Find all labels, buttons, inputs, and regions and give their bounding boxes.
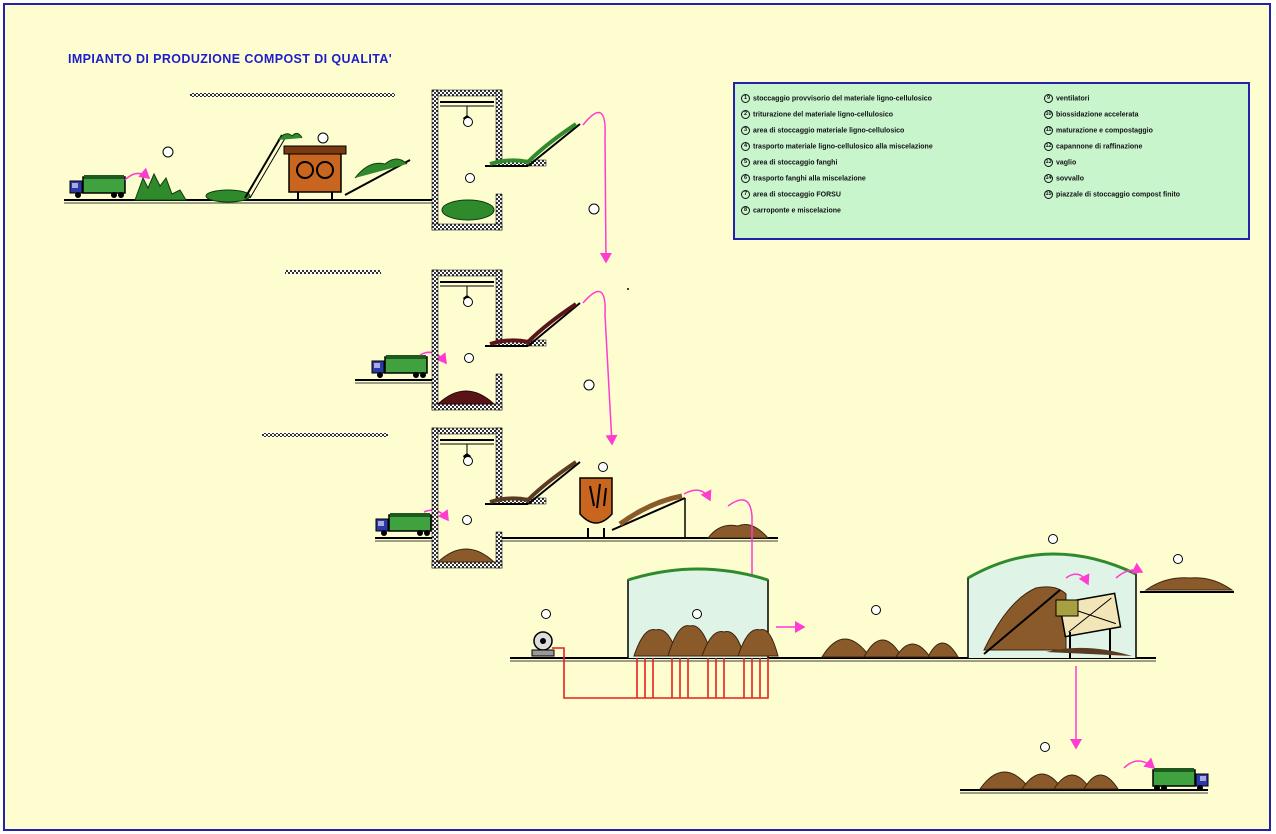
label-1-marker <box>162 146 174 158</box>
legend-text: area di stoccaggio FORSU <box>753 191 841 199</box>
legend-text: area di stoccaggio fanghi <box>753 159 838 167</box>
biooxidation-shed <box>627 567 779 658</box>
truck-icon <box>375 512 432 537</box>
transfer-arrow-1 <box>582 111 612 264</box>
row-green-waste <box>64 89 612 264</box>
legend-number-badge: 9 <box>1044 94 1053 103</box>
row-sludge <box>285 269 618 446</box>
legend-text: triturazione del materiale ligno-cellulo… <box>753 111 894 119</box>
roof-hatch-1 <box>190 93 395 97</box>
legend-number-badge: 1 <box>741 94 750 103</box>
legend-text: trasporto materiale ligno-cellulosico al… <box>753 143 933 151</box>
legend-number-badge: 14 <box>1044 174 1053 183</box>
legend-number-badge: 15 <box>1044 190 1053 199</box>
legend-text: sovvallo <box>1056 175 1085 183</box>
legend-number-badge: 6 <box>741 174 750 183</box>
unload-arrow <box>124 167 151 181</box>
legend-text: biossidazione accelerata <box>1056 111 1139 119</box>
transfer-arrow-3 <box>727 499 758 598</box>
roof-hatch-2 <box>285 270 381 274</box>
legend-number-badge: 13 <box>1044 158 1053 167</box>
legend-text: piazzale di stoccaggio compost finito <box>1056 191 1181 199</box>
refining-shed <box>967 552 1137 658</box>
legend-text: stoccaggio provvisorio del materiale lig… <box>753 95 932 103</box>
conveyor-icon <box>244 134 283 199</box>
mixer-icon <box>579 477 613 538</box>
legend-number-badge: 5 <box>741 158 750 167</box>
legend-number-badge: 3 <box>741 126 750 135</box>
page-title: IMPIANTO DI PRODUZIONE COMPOST DI QUALIT… <box>68 52 393 66</box>
truck-icon <box>1152 767 1209 792</box>
legend-number-badge: 12 <box>1044 142 1053 151</box>
legend-text: vaglio <box>1056 159 1077 167</box>
screen-icon <box>1055 592 1122 638</box>
legend-text: carroponte e miscelazione <box>753 207 841 215</box>
air-pipes <box>552 647 769 699</box>
oversize-pile <box>1144 577 1234 591</box>
legend-number-badge: 11 <box>1044 126 1053 135</box>
legend-number-badge: 8 <box>741 206 750 215</box>
green-waste-pile-icon <box>134 172 187 201</box>
legend-number-badge: 4 <box>741 142 750 151</box>
truck-icon <box>69 174 126 199</box>
transfer-arrow-2 <box>582 290 618 446</box>
row-finished-compost <box>960 742 1209 794</box>
windrows <box>821 638 959 658</box>
legend-text: capannone di raffinazione <box>1056 143 1143 151</box>
legend-text: area di stoccaggio materiale ligno-cellu… <box>753 127 905 135</box>
legend-text: maturazione e compostaggio <box>1056 127 1153 135</box>
row-composting <box>510 534 1234 750</box>
legend-text: ventilatori <box>1056 95 1090 103</box>
roof-hatch-3 <box>262 433 388 437</box>
row-forsu-mixing <box>262 427 778 598</box>
legend-number-badge: 10 <box>1044 110 1053 119</box>
legend-number-badge: 2 <box>741 110 750 119</box>
legend-text: trasporto fanghi alla miscelazione <box>753 175 866 183</box>
shredder-icon <box>283 145 347 200</box>
legend-number-badge: 7 <box>741 190 750 199</box>
fan-icon <box>531 631 555 657</box>
truck-icon <box>371 354 428 379</box>
